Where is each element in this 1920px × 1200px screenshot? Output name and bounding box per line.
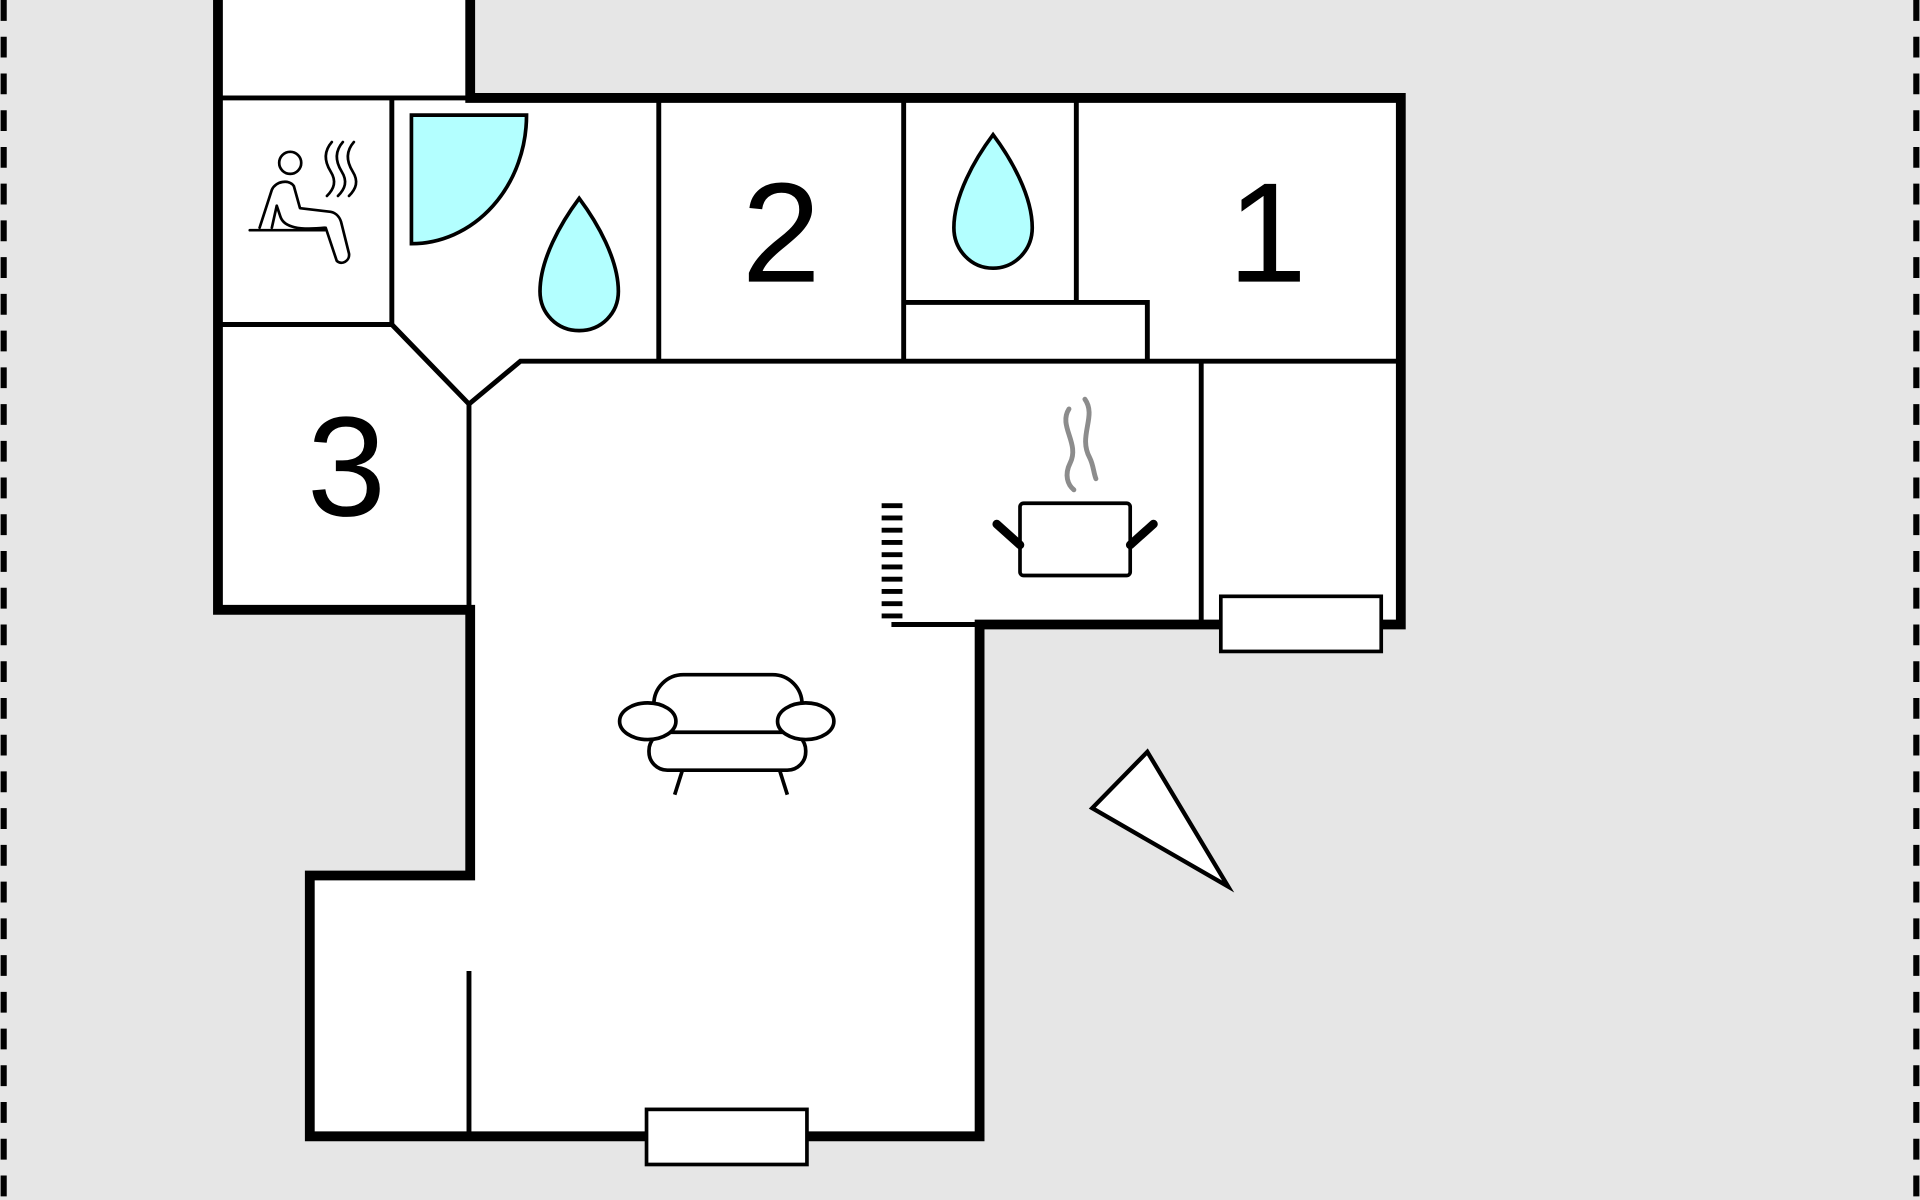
floor-fill [217, 0, 1401, 1137]
room-number-3: 3 [307, 388, 386, 547]
shower-enclosure [409, 113, 529, 246]
interior-walls [217, 95, 1401, 1137]
north-arrow-icon [1088, 748, 1235, 893]
room-number-2: 2 [742, 154, 821, 313]
heater-stove-icon [881, 503, 903, 619]
room-number-1: 1 [1228, 154, 1307, 313]
window-bottom [644, 1107, 809, 1167]
toilet-water-drop-icon [952, 131, 1035, 271]
sofa-icon [617, 672, 836, 796]
sauna-icon [248, 140, 358, 265]
shower-water-drop-icon [538, 195, 621, 333]
window-right [1218, 594, 1384, 654]
kitchen-pot-icon [992, 396, 1158, 578]
